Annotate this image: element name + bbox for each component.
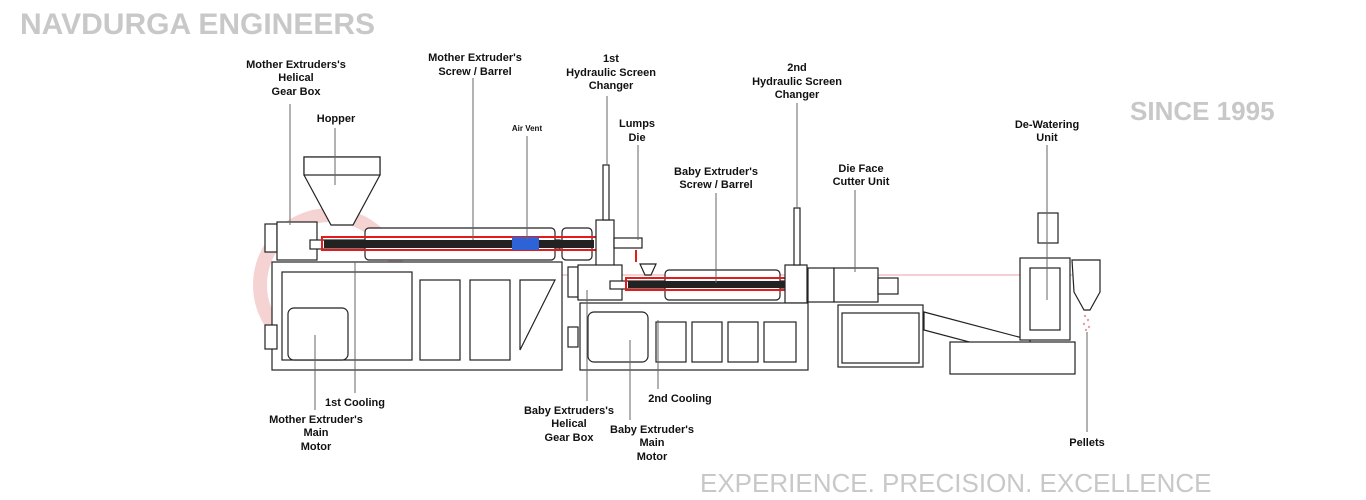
hopper (303, 156, 381, 176)
pellets (1082, 314, 1091, 332)
air-vent (512, 237, 539, 250)
label-cooling-1: 1st Cooling (325, 397, 385, 409)
baby-extruder (567, 207, 809, 371)
watermark-brand: NAVDURGA ENGINEERS (20, 8, 375, 41)
screen-changer-2 (784, 264, 808, 304)
label-cooling-2: 2nd Cooling (648, 393, 712, 405)
label-hopper: Hopper (317, 113, 356, 125)
dewatering-unit (949, 212, 1101, 375)
mother-motor (287, 307, 349, 361)
die-face-cutter-unit (807, 267, 1031, 368)
watermark-text: NAVDURGA ENGINEERS SINCE 1995 EXPERIENCE… (20, 8, 1275, 498)
screen-changer-1 (595, 219, 615, 269)
watermark-tagline: EXPERIENCE. PRECISION. EXCELLENCE (700, 468, 1211, 498)
mother-extruder (264, 156, 643, 371)
label-pellets: Pellets (1069, 437, 1104, 449)
lumps-die (613, 237, 643, 249)
leader-lines (289, 78, 1088, 432)
baby-motor (587, 311, 649, 363)
watermark-since: SINCE 1995 (1130, 96, 1275, 126)
label-air-vent: Air Vent (512, 124, 543, 133)
